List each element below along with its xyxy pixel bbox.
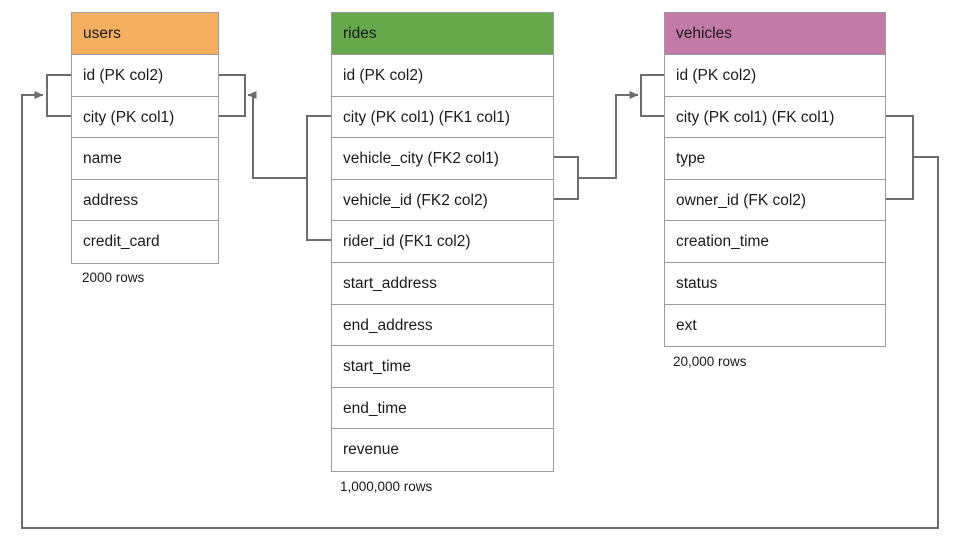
connector-rides-to-vehicles [554, 156, 579, 200]
table-vehicles-column-status[interactable]: status [665, 262, 885, 305]
table-users-column-name[interactable]: name [72, 138, 218, 180]
table-rides-title: rides [332, 13, 553, 55]
table-users-column-city[interactable]: city (PK col1) [72, 96, 218, 139]
table-vehicles-column-city[interactable]: city (PK col1) (FK col1) [665, 96, 885, 139]
connector-rides-to-vehicles-stem [578, 91, 639, 179]
table-rides-column-city[interactable]: city (PK col1) (FK1 col1) [332, 96, 553, 139]
table-rides-column-vehicle-city[interactable]: vehicle_city (FK2 col1) [332, 138, 553, 180]
users-left-bracket [46, 74, 71, 117]
vehicles-left-bracket [640, 74, 664, 117]
table-users[interactable]: users id (PK col2) city (PK col1) name a… [71, 12, 219, 264]
table-vehicles-column-owner-id[interactable]: owner_id (FK col2) [665, 179, 885, 222]
table-rides-row-count: 1,000,000 rows [340, 479, 433, 494]
table-users-column-address[interactable]: address [72, 179, 218, 222]
table-vehicles-column-creation-time[interactable]: creation_time [665, 221, 885, 263]
connector-rides-to-users-stem [247, 91, 307, 179]
table-users-title: users [72, 13, 218, 55]
table-vehicles-title: vehicles [665, 13, 885, 55]
table-rides-column-end-time[interactable]: end_time [332, 387, 553, 430]
table-rides-column-start-time[interactable]: start_time [332, 346, 553, 388]
table-vehicles-column-id[interactable]: id (PK col2) [665, 55, 885, 97]
table-users-column-id[interactable]: id (PK col2) [72, 55, 218, 97]
table-users-column-credit-card[interactable]: credit_card [72, 221, 218, 263]
connector-vehicles-to-users [886, 115, 914, 200]
users-right-bracket [219, 74, 246, 117]
table-vehicles-column-type[interactable]: type [665, 138, 885, 180]
table-vehicles-row-count: 20,000 rows [673, 354, 747, 369]
table-rides-column-start-address[interactable]: start_address [332, 262, 553, 305]
table-users-row-count: 2000 rows [82, 270, 145, 285]
table-rides[interactable]: rides id (PK col2) city (PK col1) (FK1 c… [331, 12, 554, 472]
table-vehicles[interactable]: vehicles id (PK col2) city (PK col1) (FK… [664, 12, 886, 348]
table-rides-column-id[interactable]: id (PK col2) [332, 55, 553, 97]
connector-vehicles-to-users-stem [21, 91, 939, 529]
table-rides-column-revenue[interactable]: revenue [332, 429, 553, 471]
table-rides-column-vehicle-id[interactable]: vehicle_id (FK2 col2) [332, 179, 553, 222]
connector-rides-to-users [306, 115, 331, 241]
table-rides-column-rider-id[interactable]: rider_id (FK1 col2) [332, 221, 553, 263]
table-vehicles-column-ext[interactable]: ext [665, 304, 885, 347]
table-rides-column-end-address[interactable]: end_address [332, 304, 553, 347]
